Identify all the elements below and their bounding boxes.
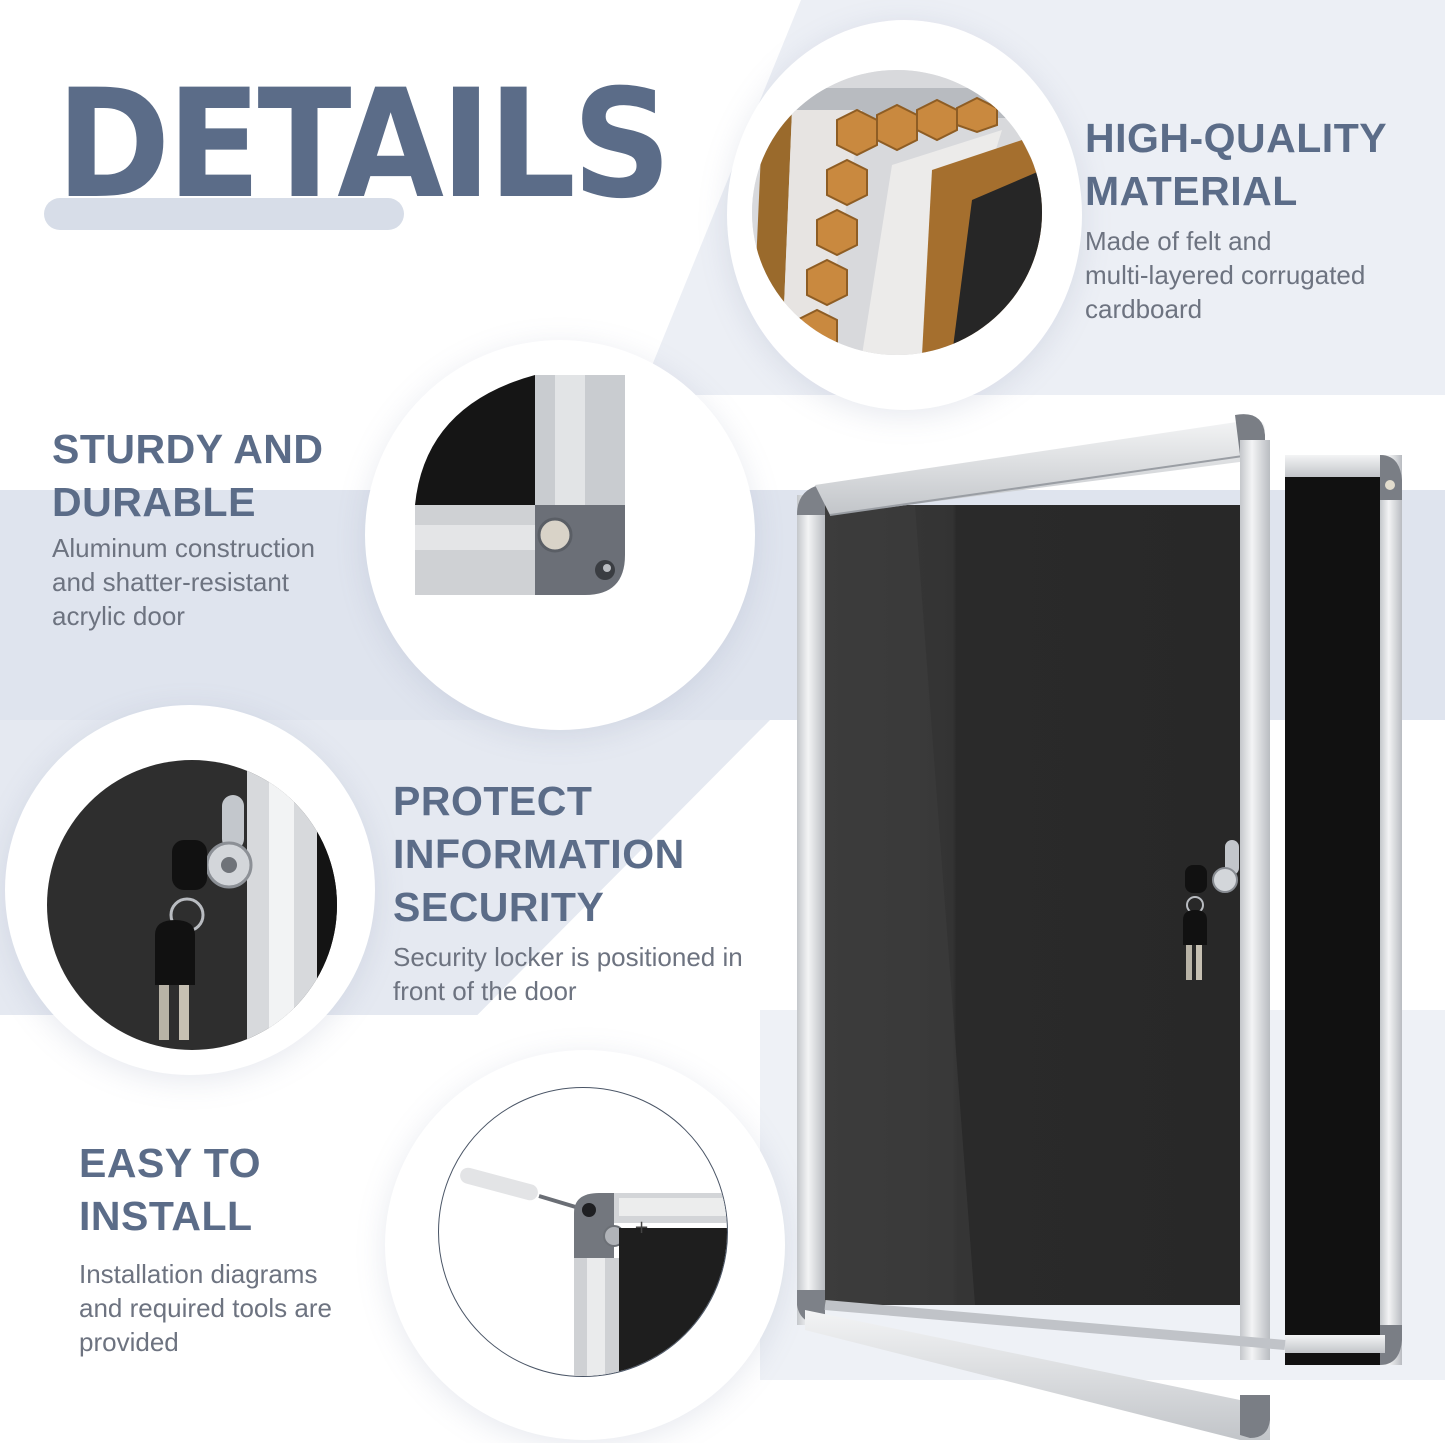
feature-description-line: provided bbox=[79, 1327, 179, 1357]
feature-title-line: EASY TO bbox=[79, 1140, 261, 1186]
feature-description-line: and shatter-resistant bbox=[52, 567, 290, 597]
page-title: DETAILS bbox=[56, 58, 672, 232]
lock-image-circle bbox=[5, 705, 375, 1075]
bulletin-board-product-image bbox=[785, 400, 1425, 1440]
frame-corner-image-circle bbox=[365, 340, 755, 730]
frame-corner-image bbox=[415, 375, 655, 615]
wall-anchor-install-image: + bbox=[438, 1087, 728, 1377]
feature-title-line: HIGH-QUALITY bbox=[1085, 115, 1388, 161]
feature-easy-to-install: EASY TO INSTALL Installation diagrams an… bbox=[79, 1137, 332, 1359]
install-image-circle: + bbox=[385, 1050, 785, 1440]
feature-description-line: Installation diagrams bbox=[79, 1259, 318, 1289]
svg-text:+: + bbox=[634, 1217, 649, 1238]
feature-title-line: MATERIAL bbox=[1085, 168, 1298, 214]
cam-lock-with-keys-image bbox=[47, 760, 337, 1050]
feature-description-line: multi-layered corrugated bbox=[1085, 260, 1366, 290]
feature-description-line: and required tools are bbox=[79, 1293, 332, 1323]
feature-protect-information-security: PROTECT INFORMATION SECURITY Security lo… bbox=[393, 775, 743, 1008]
feature-description-line: cardboard bbox=[1085, 294, 1203, 324]
feature-sturdy-and-durable: STURDY AND DURABLE Aluminum construction… bbox=[52, 423, 324, 633]
feature-title-line: INFORMATION bbox=[393, 831, 685, 877]
feature-title-line: PROTECT bbox=[393, 778, 593, 824]
feature-high-quality-material: HIGH-QUALITY MATERIAL Made of felt and m… bbox=[1085, 112, 1387, 326]
feature-title-line: STURDY AND bbox=[52, 426, 324, 472]
feature-title-line: SECURITY bbox=[393, 884, 605, 930]
title-underline-bar bbox=[44, 198, 404, 230]
feature-description-line: Aluminum construction bbox=[52, 533, 315, 563]
feature-description-line: acrylic door bbox=[52, 601, 185, 631]
material-image-circle bbox=[727, 20, 1082, 410]
corrugated-layers-image bbox=[752, 70, 1042, 355]
feature-description-line: front of the door bbox=[393, 976, 577, 1006]
feature-title-line: DURABLE bbox=[52, 479, 256, 525]
feature-description-line: Made of felt and bbox=[1085, 226, 1272, 256]
feature-title-line: INSTALL bbox=[79, 1193, 253, 1239]
feature-description-line: Security locker is positioned in bbox=[393, 942, 743, 972]
